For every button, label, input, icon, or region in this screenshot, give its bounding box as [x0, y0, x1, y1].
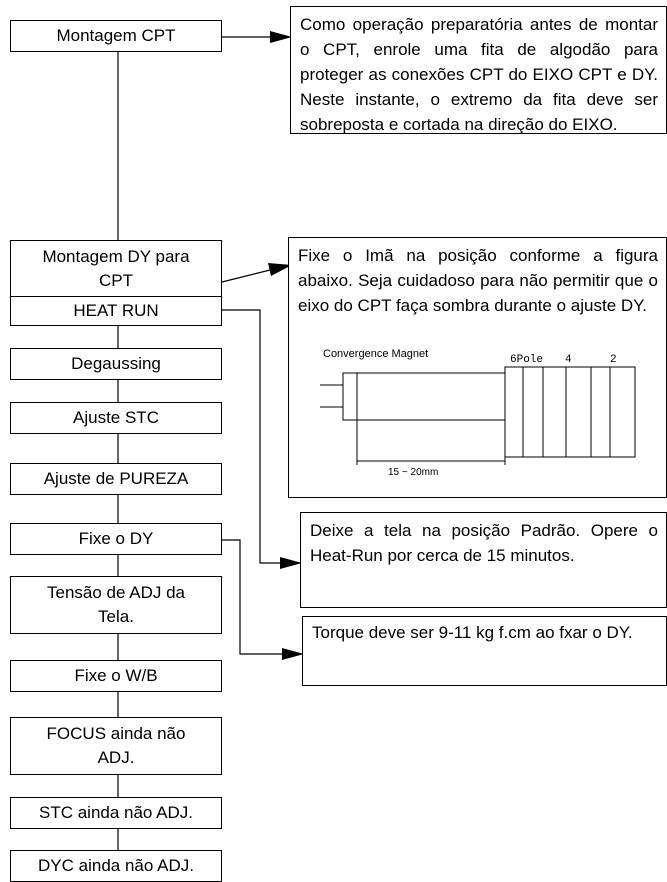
- note-cpt-preparation: Como operação preparatória antes de mont…: [290, 6, 667, 134]
- step-dyc: DYC ainda não ADJ.: [10, 850, 222, 882]
- pole-2-label: 2: [610, 354, 617, 366]
- step-fixe-dy: Fixe o DY: [10, 523, 222, 555]
- pole-4-label: 4: [565, 354, 572, 366]
- dimension-label: 15 ~ 20mm: [388, 467, 438, 478]
- step-heat-run: HEAT RUN: [10, 296, 222, 326]
- step-montagem-dy: Montagem DY para CPT: [10, 240, 222, 298]
- step-tensao-adj: Tensão de ADJ da Tela.: [10, 576, 222, 634]
- step-focus: FOCUS ainda não ADJ.: [10, 717, 222, 775]
- magnet-rings: [504, 366, 636, 458]
- note-dy-text: Fixe o Imã na posição conforme a figura …: [298, 246, 658, 315]
- step-ajuste-pureza: Ajuste de PUREZA: [10, 463, 222, 495]
- note-heat-run: Deixe a tela na posição Padrão. Opere o …: [300, 512, 667, 608]
- step-fixe-wb: Fixe o W/B: [10, 660, 222, 692]
- step-montagem-cpt: Montagem CPT: [10, 20, 222, 52]
- figure-title: Convergence Magnet: [323, 348, 428, 360]
- step-stc: STC ainda não ADJ.: [10, 797, 222, 829]
- note-torque: Torque deve ser 9-11 kg f.cm ao fxar o D…: [302, 616, 667, 686]
- step-degaussing: Degaussing: [10, 348, 222, 380]
- step-ajuste-stc: Ajuste STC: [10, 402, 222, 434]
- pole-6-label: 6Pole: [510, 354, 543, 366]
- convergence-magnet-figure: Convergence Magnet 6Pole 4 2 15 ~ 20mm: [320, 348, 636, 478]
